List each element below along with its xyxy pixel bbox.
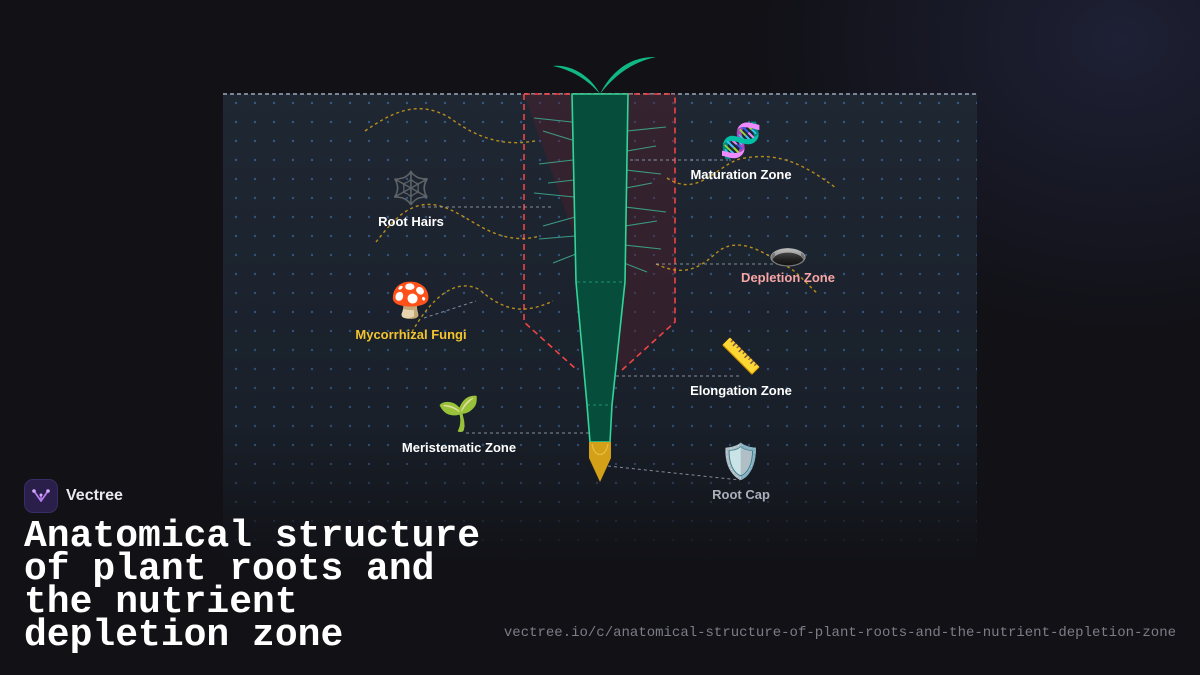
- source-url[interactable]: vectree.io/c/anatomical-structure-of-pla…: [503, 625, 1176, 641]
- vectree-logo-icon: [24, 479, 58, 513]
- spider-web-icon: 🕸️: [391, 169, 431, 207]
- leaf-right: [600, 56, 656, 94]
- label-mycorrhizal-fungi: Mycorrhizal Fungi: [355, 327, 467, 342]
- label-root-hairs: Root Hairs: [378, 214, 444, 229]
- hole-icon: 🕳️: [768, 233, 808, 271]
- brand-name: Vectree: [66, 487, 123, 504]
- label-root-cap: Root Cap: [712, 487, 770, 502]
- brand[interactable]: Vectree: [24, 479, 123, 513]
- seedling-icon: 🌱: [437, 394, 481, 434]
- ruler-icon: 📏: [719, 337, 763, 377]
- page-title: Anatomical structure of plant roots and …: [24, 515, 481, 657]
- fungal-hyphae: [364, 108, 837, 333]
- label-meristematic-zone: Meristematic Zone: [401, 440, 517, 455]
- label-elongation-zone: Elongation Zone: [690, 383, 792, 398]
- shield-icon: 🛡️: [719, 442, 763, 482]
- mushroom-icon: 🍄: [389, 281, 433, 321]
- dna-icon: 🧬: [719, 121, 763, 161]
- label-maturation-zone: Maturation Zone: [690, 167, 792, 182]
- connector-lines: [422, 159, 786, 481]
- label-depletion-zone: Depletion Zone: [741, 270, 835, 285]
- leaf-left: [553, 65, 600, 94]
- root-cap: [589, 442, 611, 482]
- root-hairs: [533, 117, 667, 273]
- depletion-zone-outline: [523, 94, 676, 371]
